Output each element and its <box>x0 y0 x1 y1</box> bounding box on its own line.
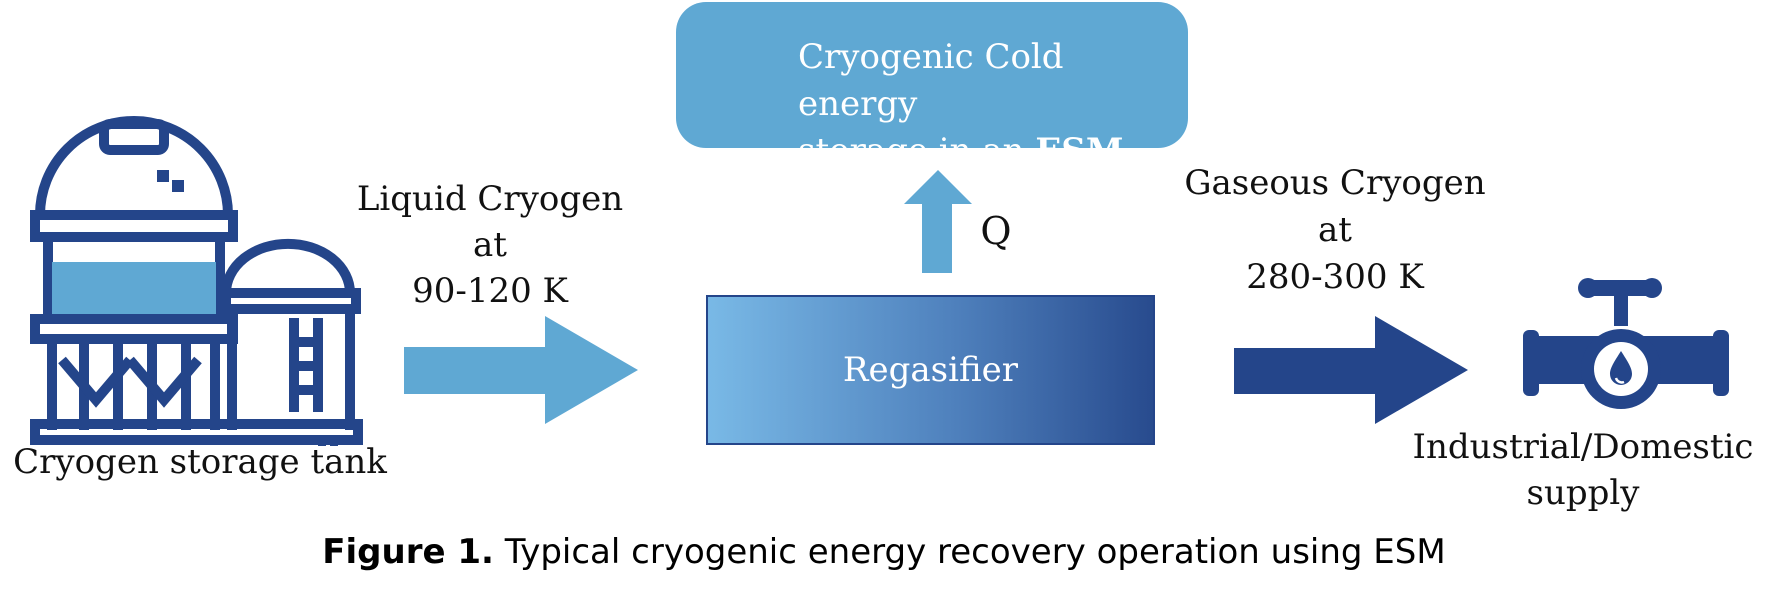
supply-line1: Industrial/Domestic <box>1412 427 1754 467</box>
liquid-line2: at <box>473 225 507 265</box>
figure-number: Figure 1. <box>322 532 494 572</box>
heat-up-arrow <box>904 170 972 273</box>
storage-tank-icon <box>30 116 363 446</box>
regasifier-label: Regasifier <box>842 350 1019 390</box>
regasifier-box: Regasifier <box>706 295 1155 445</box>
heat-label: Q <box>980 209 1012 253</box>
cold-storage-box <box>676 2 1188 148</box>
liquid-line1: Liquid Cryogen <box>356 179 624 219</box>
liquid-flow-arrow <box>404 316 638 424</box>
figure-caption: Figure 1. Typical cryogenic energy recov… <box>0 532 1768 572</box>
gaseous-line1: Gaseous Cryogen <box>1184 163 1486 203</box>
gaseous-flow-arrow <box>1234 316 1468 424</box>
tank-label: Cryogen storage tank <box>13 442 387 482</box>
gaseous-line2: at <box>1318 210 1352 250</box>
esm-emphasis: ESM <box>1035 131 1124 171</box>
cold-storage-label: Cryogenic Cold energy storage in an ESM <box>798 34 1178 175</box>
cold-storage-line2-prefix: storage in an <box>798 131 1036 171</box>
cold-storage-line1: Cryogenic Cold energy <box>798 37 1064 124</box>
supply-line2: supply <box>1526 473 1640 513</box>
gaseous-line3: 280-300 K <box>1246 257 1424 297</box>
pipe-valve-icon <box>1523 278 1729 409</box>
supply-label: Industrial/Domestic supply <box>1398 424 1768 516</box>
cold-storage-line2: storage in an ESM <box>798 128 1178 175</box>
gaseous-cryogen-label: Gaseous Cryogen at 280-300 K <box>1175 160 1495 301</box>
liquid-cryogen-label: Liquid Cryogen at 90-120 K <box>345 176 635 314</box>
figure-caption-text: Typical cryogenic energy recovery operat… <box>493 532 1446 572</box>
liquid-line3: 90-120 K <box>412 271 568 311</box>
